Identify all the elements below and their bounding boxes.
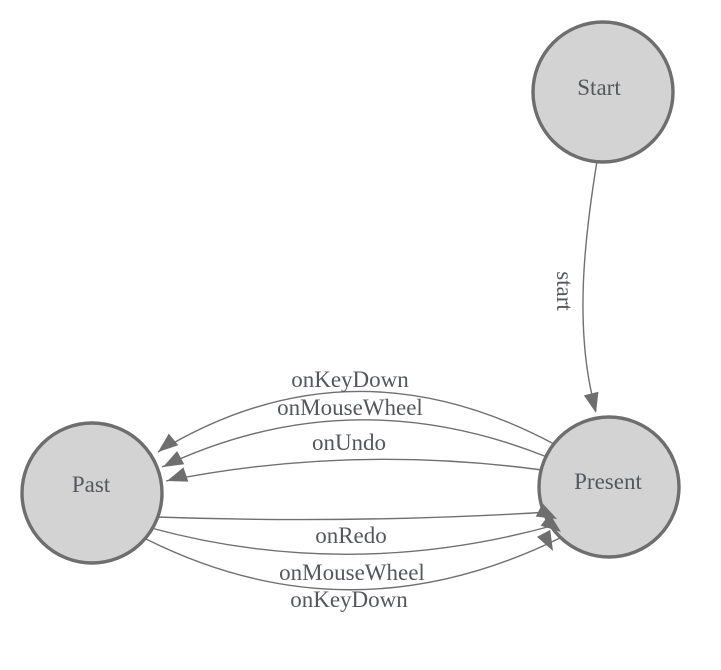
edge-label-onredo: onRedo (315, 523, 387, 548)
state-node-present-label: Present (574, 469, 642, 494)
edge-label-onmousewheel-top: onMouseWheel (277, 395, 423, 420)
edge-onkeydown-past-to-present (145, 537, 561, 591)
node-label-group: Start Past Present (72, 75, 643, 497)
edge-onmousewheel-past-to-present (150, 524, 556, 555)
edge-label-onmousewheel-bottom: onMouseWheel (279, 560, 425, 585)
edge-label-onkeydown-bottom: onKeyDown (290, 587, 408, 612)
arrowhead-group (158, 391, 599, 551)
arrowhead-onkeydown-to-past (158, 433, 179, 452)
arrowhead-onredo-to-present (535, 503, 557, 519)
edge-onmousewheel-present-to-past (161, 419, 548, 468)
edge-label-onkeydown-top: onKeyDown (291, 367, 409, 392)
arrowhead-onkeydown-to-present (536, 529, 553, 551)
state-node-past-label: Past (72, 472, 111, 497)
edge-start (582, 160, 598, 412)
arrowhead-onmousewheel-to-present (540, 513, 561, 532)
state-node-past[interactable] (20, 421, 164, 565)
edge-onkeydown-present-to-past (157, 390, 555, 453)
edge-onundo-present-to-past (165, 458, 543, 482)
edge-group (145, 160, 598, 591)
node-group (20, 20, 681, 565)
edge-label-start: start (552, 271, 577, 311)
state-node-start[interactable] (531, 20, 675, 164)
state-node-present[interactable] (537, 415, 681, 559)
arrowhead-onmousewheel-to-past (163, 450, 185, 467)
edge-label-group: start onKeyDown onMouseWheel onUndo onRe… (277, 271, 577, 612)
state-node-start-label: Start (577, 75, 621, 100)
arrowhead-start-to-present (583, 391, 599, 413)
arrowhead-onundo-to-past (167, 467, 189, 482)
edge-label-onundo: onUndo (312, 430, 386, 455)
edge-onredo-past-to-present (155, 511, 551, 521)
